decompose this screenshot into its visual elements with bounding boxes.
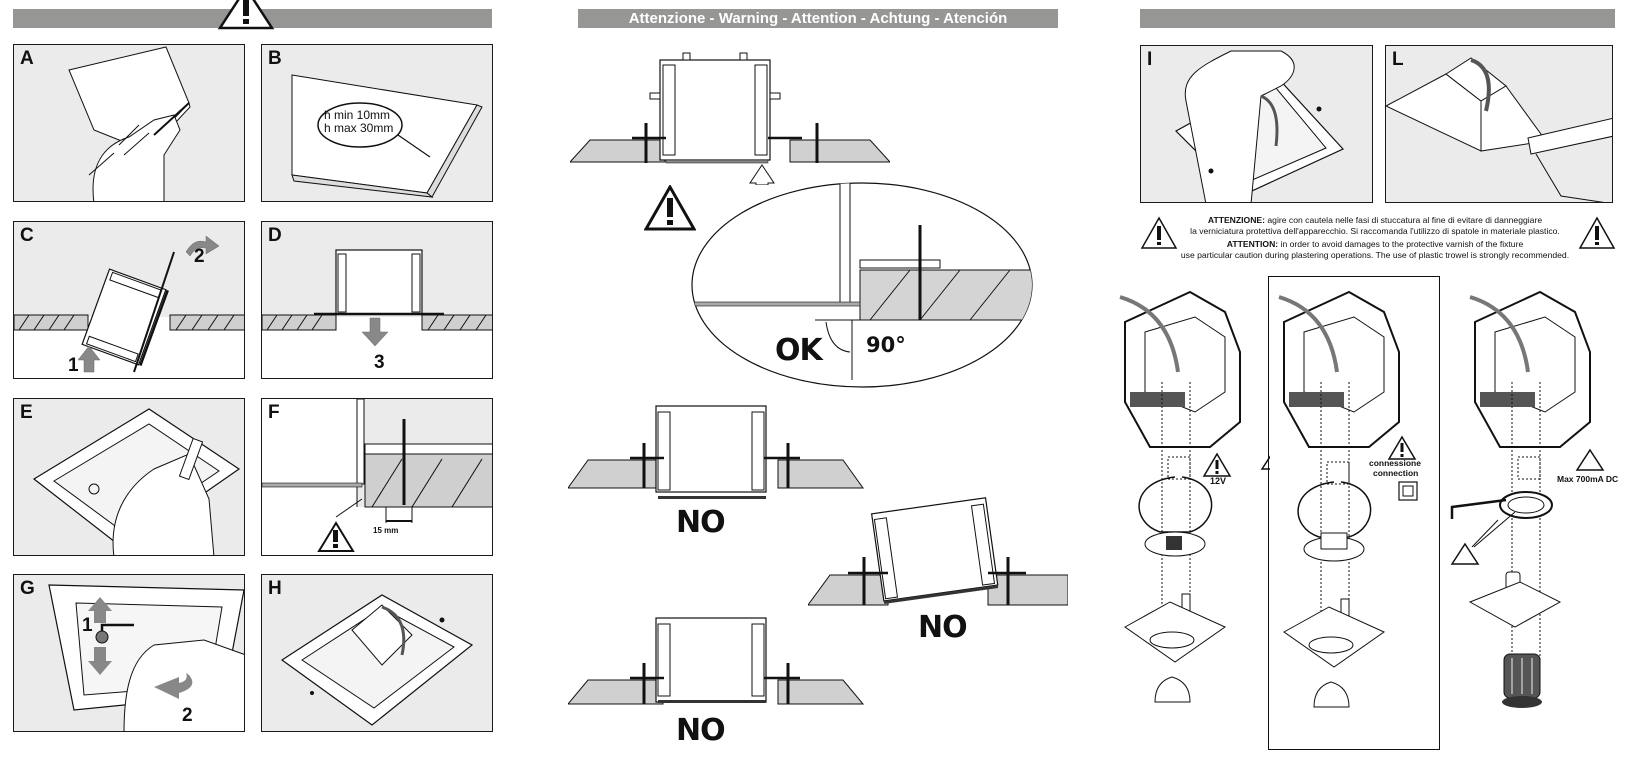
english-heading: ATTENTION: [1226, 239, 1279, 249]
incorrect-installation-diagram-2 [808, 497, 1068, 606]
warning-languages-title: Attenzione - Warning - Attention - Achtu… [628, 10, 1008, 27]
incorrect-installation-diagram-3 [568, 617, 865, 705]
step-number-2: 2 [194, 246, 205, 267]
step-number-1: 1 [82, 615, 93, 636]
step-panel-b: B h min 10mm h max 30mm [261, 44, 493, 202]
adjust-frame-illustration [48, 584, 244, 731]
step-panel-d: D 3 [261, 221, 493, 379]
warning-triangle-icon [1387, 435, 1417, 460]
step-panel-l: L [1385, 45, 1613, 203]
step-number-1: 1 [68, 355, 79, 376]
wiring-diagram-led-module [1450, 290, 1605, 708]
step-panel-g: G 1 2 [13, 574, 245, 732]
edge-distance-dimension: 15 mm [373, 526, 399, 535]
warning-triangle-icon [1140, 216, 1178, 249]
no-label-3: NO [676, 713, 726, 748]
correct-installation-diagram [570, 52, 890, 185]
panel-label: D [268, 225, 282, 246]
wiring-diagram-12v-lamp [1119, 290, 1270, 703]
angle-label: 90° [866, 333, 906, 357]
ceiling-thickness-illustration [291, 74, 483, 198]
no-label-2: NO [918, 610, 968, 645]
panel-label: H [268, 578, 282, 599]
no-label-1: NO [676, 505, 726, 540]
plastering-illustration [1175, 50, 1344, 202]
step-panel-e: E [13, 398, 245, 556]
callout-max: h max 30mm [324, 121, 394, 135]
middle-section-header-bar: Attenzione - Warning - Attention - Achtu… [578, 9, 1058, 28]
panel-label: A [20, 48, 34, 69]
warning-triangle-icon [217, 0, 275, 30]
plaster-caution-english: ATTENTION: in order to avoid damages to … [1180, 239, 1570, 260]
cut-ceiling-illustration [68, 46, 191, 201]
step-panel-i: I [1140, 45, 1373, 203]
callout-min: h min 10mm [324, 108, 391, 122]
connection-label-en: connection [1373, 468, 1419, 478]
voltage-label: 12V [1210, 476, 1227, 486]
panel-label: I [1147, 49, 1153, 70]
plaster-caution-italian: ATTENZIONE: agire con cautela nelle fasi… [1190, 215, 1560, 236]
step-panel-c: C 1 2 [13, 221, 245, 379]
panel-label: G [20, 578, 35, 599]
screw-frame-illustration [32, 408, 241, 555]
italian-heading: ATTENZIONE: [1207, 215, 1266, 225]
insert-box-illustration [14, 235, 244, 378]
right-section-header-bar [1140, 9, 1615, 28]
step-number-3: 3 [374, 352, 385, 373]
ok-label: OK [775, 333, 823, 368]
panel-label: E [20, 402, 33, 423]
warning-triangle-icon [644, 185, 696, 231]
max-current-label: Max 700mA DC [1557, 474, 1619, 484]
step-panel-a: A [13, 44, 245, 202]
step-panel-f: F 15 mm [261, 398, 493, 556]
thickness-callout: h min 10mm h max 30mm [324, 109, 393, 135]
step-number-2: 2 [182, 705, 193, 726]
connection-wiring-illustration [1278, 290, 1418, 708]
panel-label: B [268, 48, 282, 69]
box-seated-illustration [262, 249, 492, 378]
edge-distance-illustration [262, 399, 492, 555]
connection-label-it: connessione [1369, 458, 1421, 468]
panel-label: F [268, 402, 280, 423]
step-panel-h: H [261, 574, 493, 732]
detail-zoom-ellipse [691, 182, 1033, 388]
incorrect-installation-diagram-1 [568, 405, 864, 499]
wiring-diagram-connection-frame: connessione connection [1268, 276, 1440, 750]
warning-triangle-icon [1578, 216, 1616, 249]
trowel-finish-illustration [1386, 57, 1612, 202]
finished-frame-illustration [280, 594, 474, 726]
panel-label: C [20, 225, 34, 246]
warning-triangle-icon [1202, 452, 1232, 477]
panel-label: L [1392, 49, 1404, 70]
